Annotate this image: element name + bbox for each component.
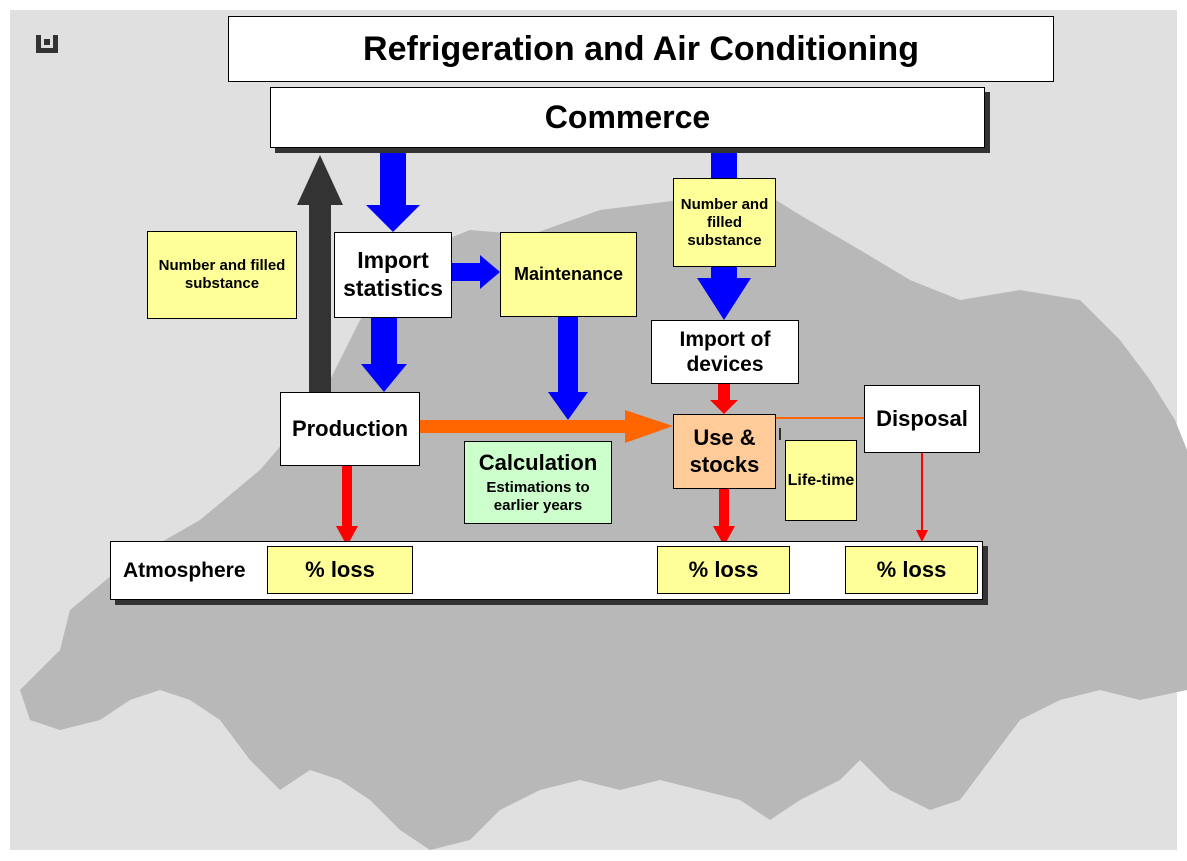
red-arrow-head [713, 526, 735, 546]
orange-arrow-head [625, 410, 673, 443]
red-arrow-shaft [342, 466, 352, 526]
blue-arrow-head [697, 278, 751, 320]
blue-arrow-head [366, 205, 420, 232]
atmosphere-label: Atmosphere [123, 558, 246, 582]
orange-arrow-shaft [420, 420, 625, 433]
import-statistics-box: Import statistics [334, 232, 452, 318]
diagram-title: Refrigeration and Air Conditioning [228, 16, 1054, 82]
calculation-subtitle: Estimations to earlier years [486, 479, 590, 515]
calculation-box: Calculation Estimations to earlier years [464, 441, 612, 524]
blue-arrow-shaft [371, 318, 397, 364]
lifetime-box: Life-time [785, 440, 857, 521]
red-arrow-head [710, 400, 738, 414]
loss-box-disposal: % loss [845, 546, 978, 594]
number-filled-right-box: Number and filled substance [673, 178, 776, 267]
import-devices-box: Import of devices [651, 320, 799, 384]
loss-box-use: % loss [657, 546, 790, 594]
blue-arrow-shaft [452, 263, 480, 281]
dark-arrow-head [297, 155, 343, 205]
blue-arrow-head [548, 392, 588, 420]
dark-arrow-shaft [309, 205, 331, 393]
blue-arrow-shaft [711, 150, 737, 178]
commerce-box: Commerce [270, 87, 985, 148]
red-arrow-head [336, 526, 358, 546]
red-arrow-shaft [719, 489, 729, 526]
use-stocks-box: Use & stocks [673, 414, 776, 489]
calculation-title: Calculation [478, 449, 598, 475]
logo-icon [36, 35, 58, 53]
blue-arrow-head [480, 255, 500, 289]
blue-arrow-shaft [558, 317, 578, 392]
blue-arrow-shaft [380, 150, 406, 205]
loss-box-production: % loss [267, 546, 413, 594]
number-filled-left-box: Number and filled substance [147, 231, 297, 319]
production-box: Production [280, 392, 420, 466]
disposal-box: Disposal [864, 385, 980, 453]
blue-arrow-head [361, 364, 407, 392]
maintenance-box: Maintenance [500, 232, 637, 317]
atmosphere-bar: Atmosphere [110, 541, 983, 600]
red-arrow-shaft [718, 384, 730, 400]
